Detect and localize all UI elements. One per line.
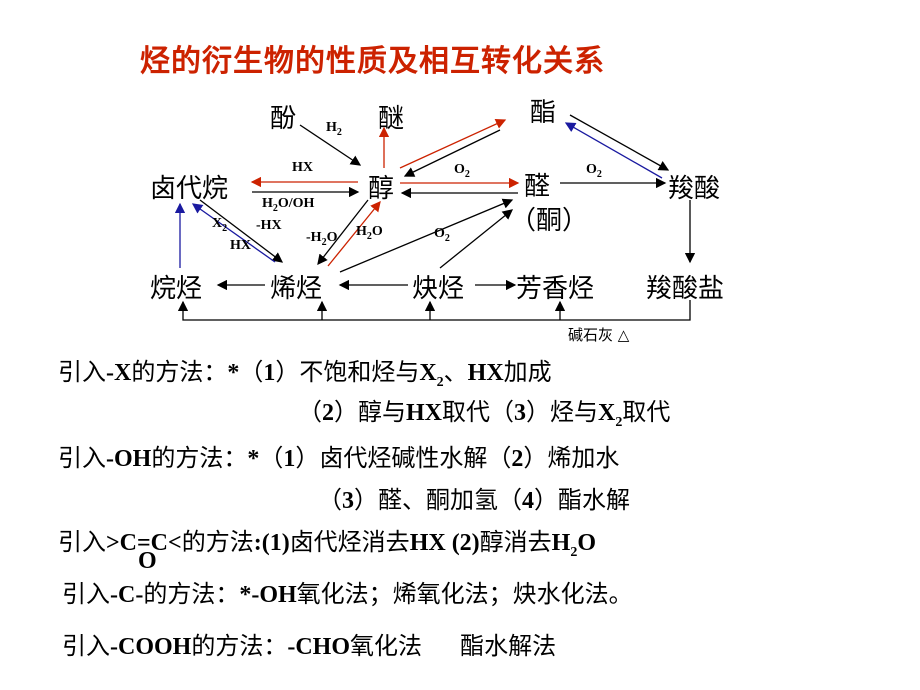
arrow-alcohol-alkene: [317, 199, 369, 266]
arrow-ester-acid: [569, 114, 670, 171]
text-line-4: （3）醛、酮加氢（4）酯水解: [318, 486, 630, 514]
arrow-alkene-haloalkane: [191, 203, 276, 263]
label-o2-a: O2: [454, 162, 470, 180]
label-minus-hx: -HX: [256, 218, 282, 233]
text-line-1: 引入-X的方法：*（1）不饱和烃与X2、HX加成: [58, 358, 552, 390]
label-h2o-oh: H2O/OH: [262, 196, 315, 214]
bracket-sodalime: [177, 300, 691, 321]
node-alkene: 烯烃: [270, 274, 323, 304]
arrow-phenol-alcohol: [299, 124, 362, 166]
text-line-5: 引入>C=C<的方法:(1)卤代烃消去HX (2)醇消去H2O: [58, 528, 597, 560]
label-hx2: HX: [230, 238, 251, 253]
node-acid: 羧酸: [668, 174, 721, 204]
node-ketone: （酮）: [510, 206, 589, 236]
text-line-6: 引入-C-的方法：*-OH氧化法；烯氧化法；炔水化法。: [62, 580, 633, 608]
node-alkane: 烷烃: [150, 274, 203, 304]
node-ester: 酯: [530, 98, 557, 128]
label-x2: X2: [212, 216, 228, 234]
arrow-alkene-aldehyde: [339, 198, 514, 273]
text-line-3: 引入-OH的方法：*（1）卤代烃碱性水解（2）烯加水: [58, 444, 620, 472]
label-o2-b: O2: [586, 162, 602, 180]
arrow-acid-ester: [564, 122, 663, 179]
label-h2: H2: [326, 120, 342, 138]
label-minus-h2o: -H2O: [306, 230, 338, 248]
arrow-haloalkane-alkene: [199, 199, 284, 263]
page-title: 烃的衍生物的性质及相互转化关系: [140, 44, 605, 79]
node-alkyne: 炔烃: [412, 274, 465, 304]
arrow-alkyne-aldehyde: [439, 209, 514, 269]
text-line-o: O: [138, 548, 157, 574]
arrow-ester-alcohol: [403, 129, 501, 177]
node-alcohol: 醇: [368, 174, 395, 204]
node-phenol: 酚: [270, 104, 297, 134]
arrow-alcohol-ester: [399, 119, 507, 169]
arrow-alkene-alcohol: [327, 200, 381, 267]
label-h2o: H2O: [356, 224, 383, 242]
label-hx: HX: [292, 160, 313, 175]
node-ether: 醚: [378, 104, 405, 134]
node-aromatic: 芳香烃: [516, 274, 595, 304]
text-line-7: 引入-COOH的方法：-CHO氧化法 酯水解法: [62, 632, 557, 660]
label-o2-c: O2: [434, 226, 450, 244]
node-carboxylate: 羧酸盐: [646, 274, 725, 304]
node-haloalkane: 卤代烷: [150, 174, 229, 204]
node-aldehyde: 醛: [524, 172, 551, 202]
conversion-diagram: [174, 114, 696, 321]
text-line-2: （2）醇与HX取代（3）烃与X2取代: [298, 398, 671, 430]
label-sodalime: 碱石灰 △: [568, 326, 630, 344]
